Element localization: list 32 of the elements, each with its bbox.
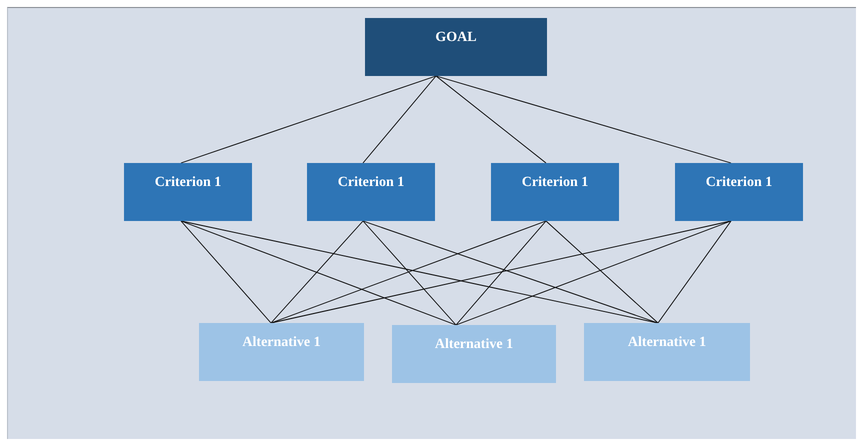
node-label: Criterion 1 [338, 175, 404, 191]
connector-line [180, 220, 272, 324]
connector-line [362, 220, 456, 326]
node-box [675, 163, 803, 221]
node-box [124, 163, 252, 221]
node-label: Alternative 1 [628, 335, 706, 351]
node-box [365, 18, 547, 76]
connector-line [362, 76, 436, 164]
connector-line [270, 220, 732, 324]
node-box [491, 163, 619, 221]
node-label: GOAL [435, 30, 477, 46]
connector-line [436, 76, 732, 164]
node-box [199, 323, 364, 381]
connector-line [456, 220, 546, 326]
connector-line [180, 220, 658, 324]
connector-line [270, 220, 364, 324]
node-label: Alternative 1 [242, 335, 321, 351]
connector-line [436, 76, 546, 164]
connector-line [180, 76, 436, 164]
node-label: Criterion 1 [706, 175, 772, 191]
connector-line [180, 220, 456, 326]
connector-line [270, 220, 546, 324]
connector-line [362, 220, 658, 324]
node-box [584, 323, 750, 381]
connector-line [456, 220, 732, 326]
connector-line [658, 220, 732, 324]
node-box [307, 163, 435, 221]
node-box [392, 325, 556, 383]
connector-line [546, 220, 658, 324]
node-label: Criterion 1 [154, 175, 222, 191]
node-label: Criterion 1 [522, 175, 588, 191]
node-label: Alternative 1 [434, 337, 514, 353]
